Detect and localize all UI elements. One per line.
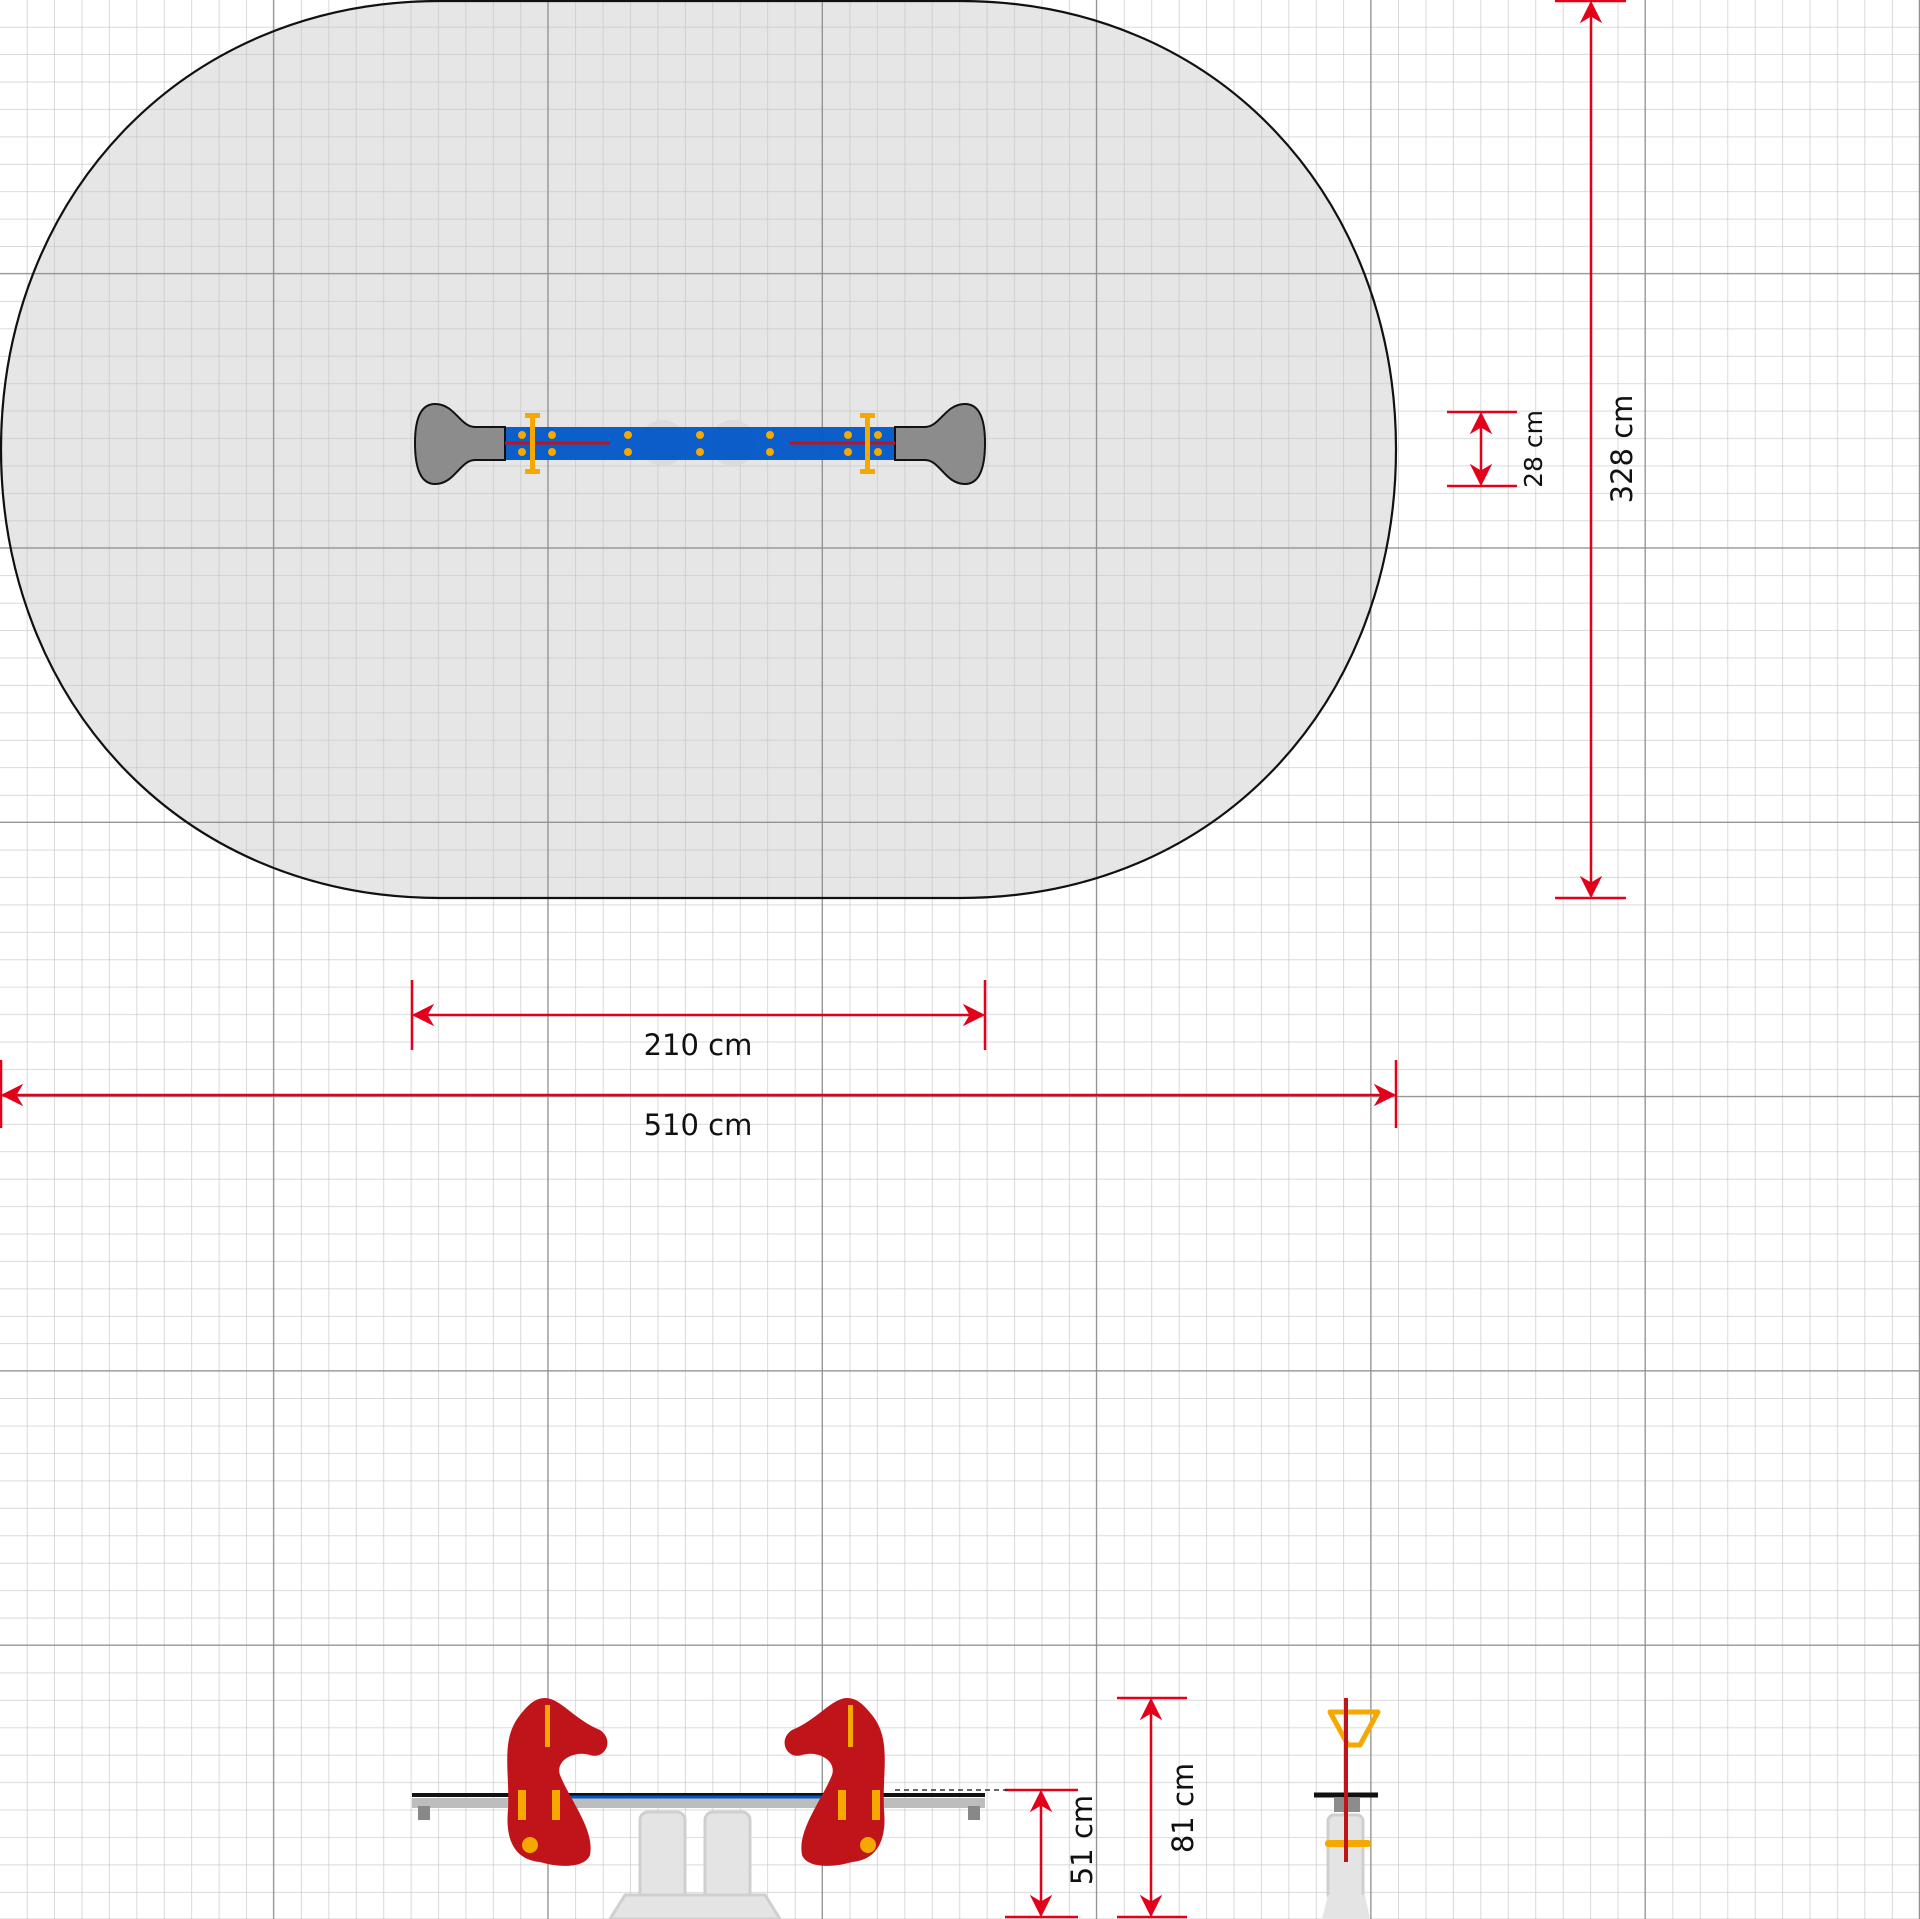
dimension-label-210: 210 cm bbox=[644, 1028, 753, 1062]
dimension-lines bbox=[0, 0, 1626, 1919]
dimension-label-510: 510 cm bbox=[644, 1108, 753, 1142]
side-view-seesaw bbox=[1314, 1698, 1381, 1919]
seat-right bbox=[894, 402, 987, 486]
dimension-label-81: 81 cm bbox=[1166, 1763, 1200, 1853]
top-view-seesaw bbox=[413, 402, 987, 486]
front-view-seesaw bbox=[412, 1698, 1010, 1919]
seat-left bbox=[413, 402, 506, 486]
dimension-label-28: 28 cm bbox=[1519, 410, 1548, 488]
dimension-label-51: 51 cm bbox=[1065, 1795, 1099, 1885]
horse-left bbox=[507, 1698, 608, 1866]
dimension-label-328: 328 cm bbox=[1605, 395, 1639, 504]
safety-zone-outline bbox=[0, 0, 1398, 900]
horse-right bbox=[784, 1698, 885, 1866]
